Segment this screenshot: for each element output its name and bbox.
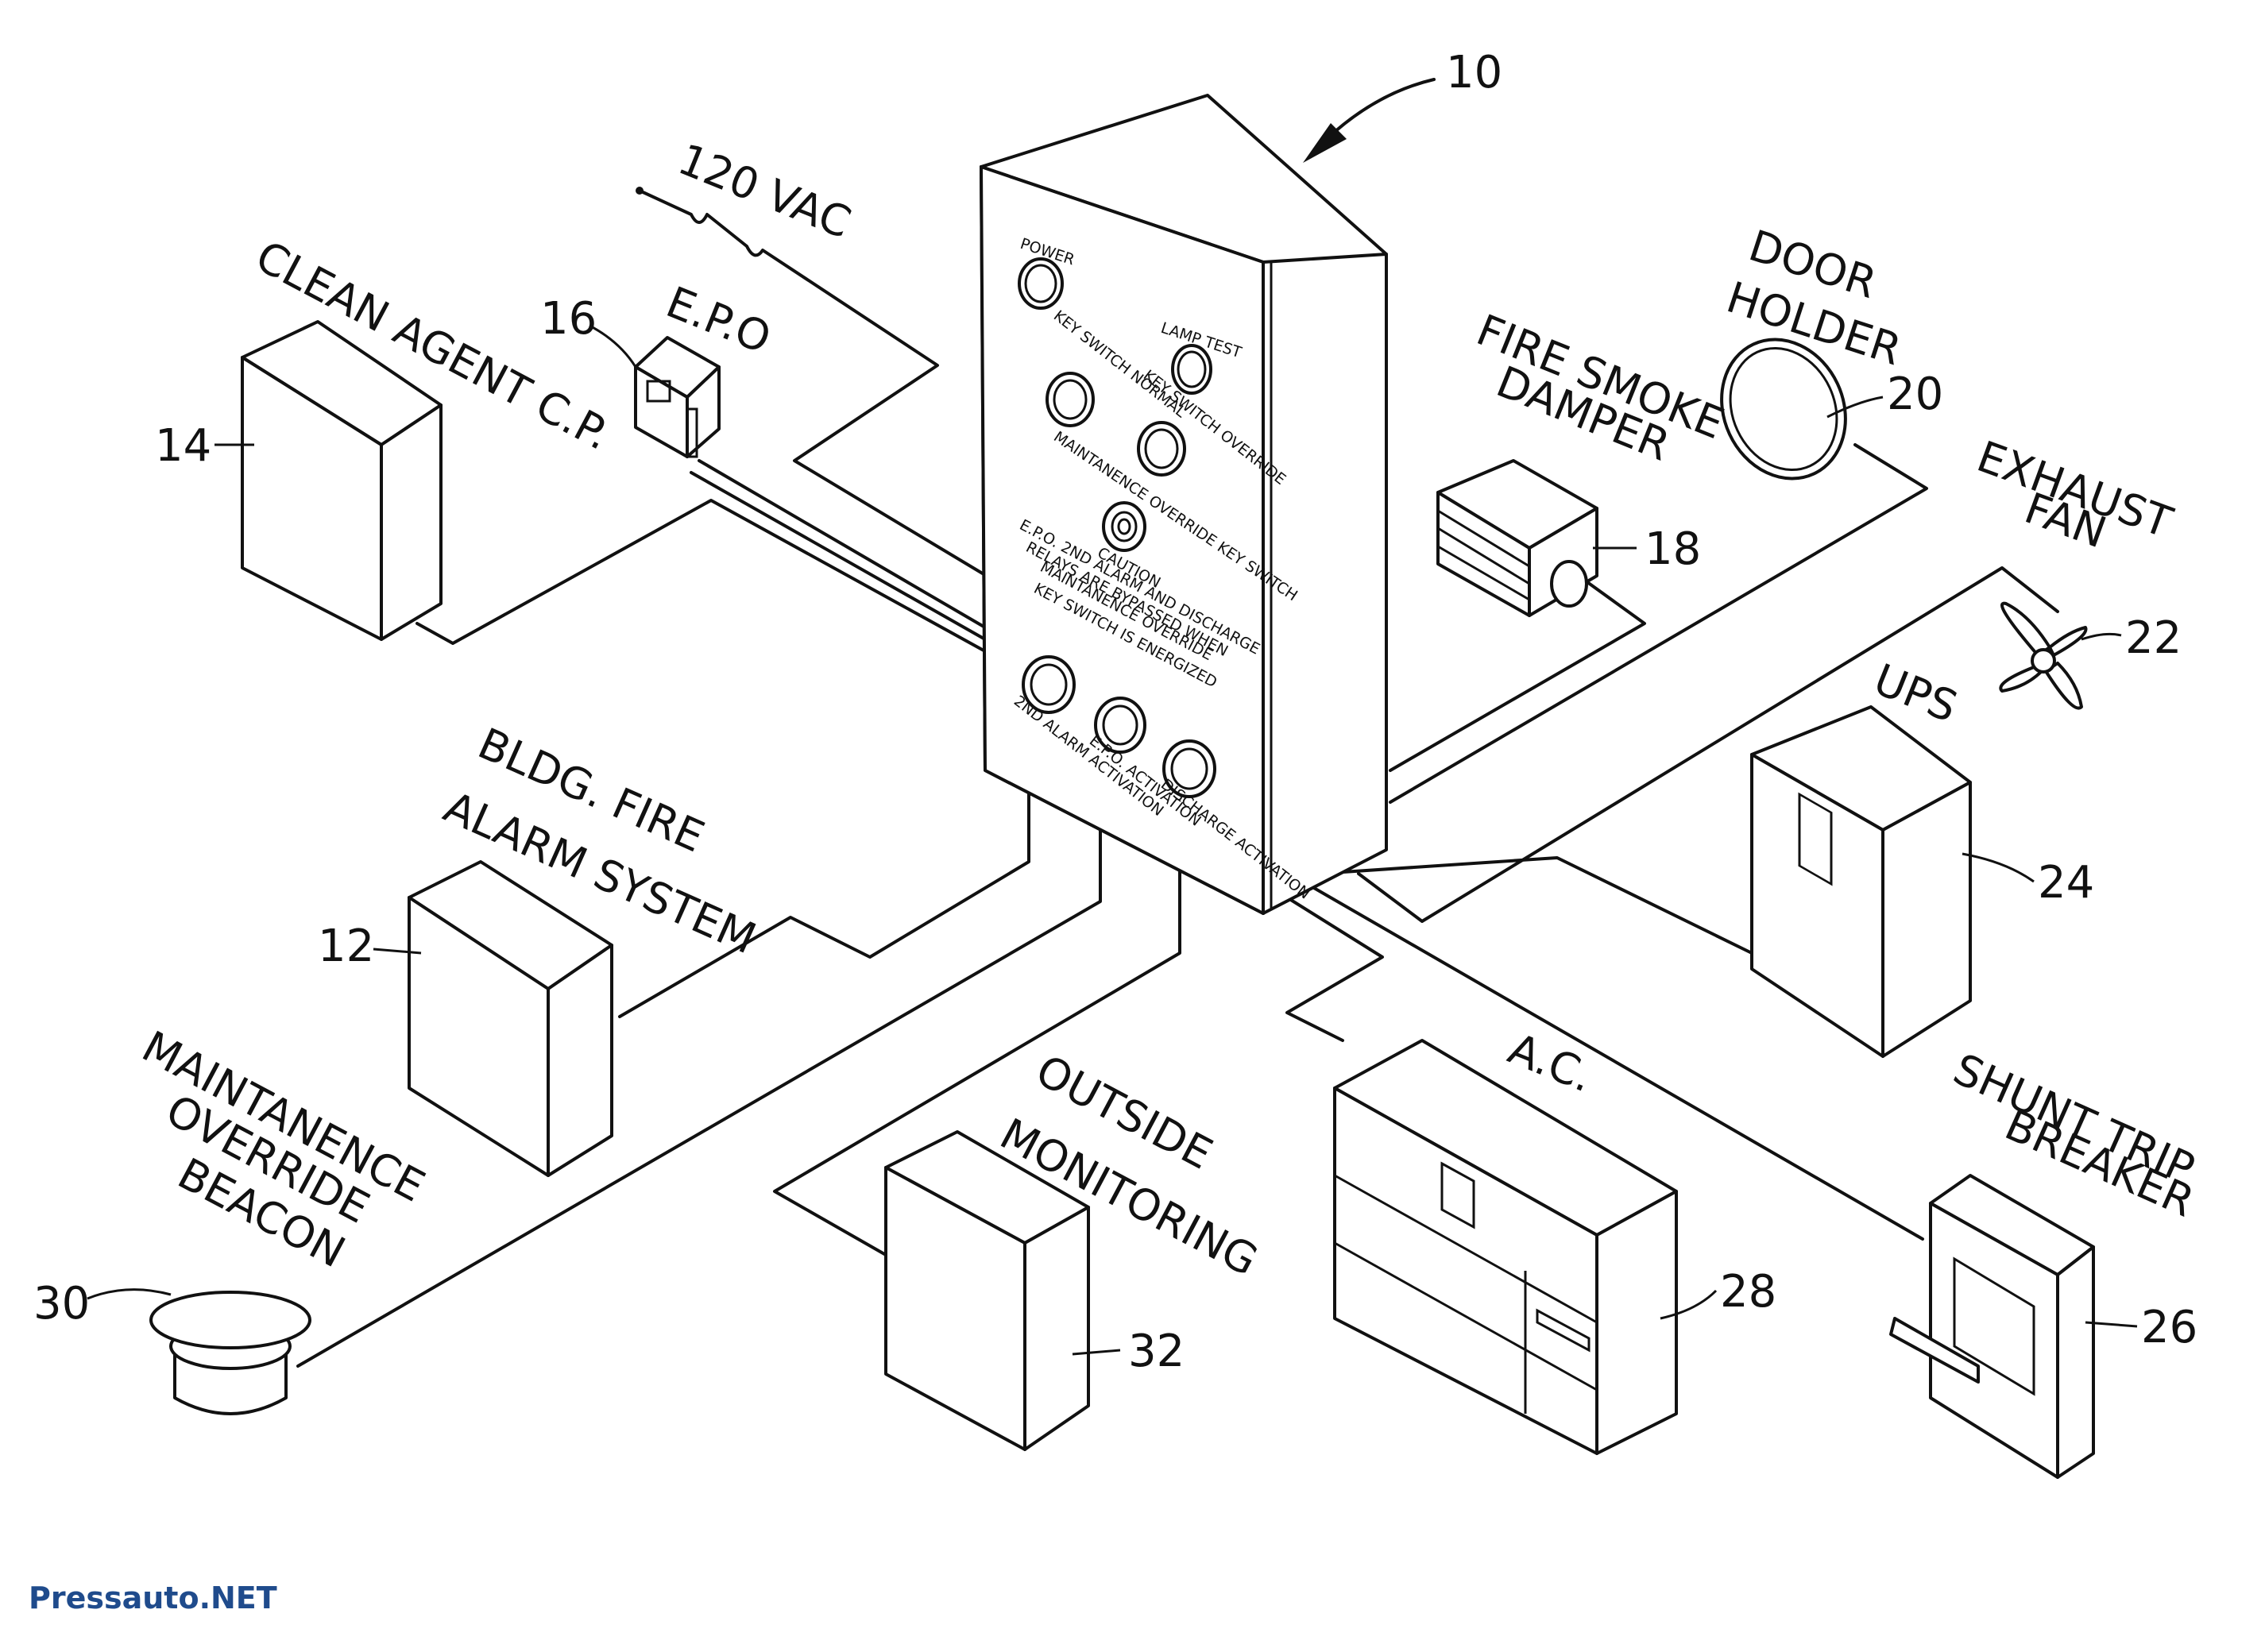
ac-unit: A.C. 28 <box>1333 1024 1776 1455</box>
epo-activation-button[interactable] <box>1094 697 1146 754</box>
door-holder-ref: 20 <box>1887 369 1943 420</box>
fire-alarm-ref: 12 <box>318 921 374 972</box>
control-panel: POWER LAMP TEST KEY SWITCH NORMAL KEY SW… <box>980 47 1502 915</box>
outside-monitoring-panel: OUTSIDE MONITORING 32 <box>884 1045 1266 1451</box>
fire-smoke-damper: FIRE SMOKE DAMPER 18 <box>1436 305 1730 617</box>
discharge-activation-button[interactable] <box>1162 739 1216 798</box>
lamp-test-button[interactable] <box>1171 344 1212 395</box>
fire-alarm-panel: BLDG. FIRE ALARM SYSTEM 12 <box>318 718 763 1177</box>
shunt-trip-ref: 26 <box>2141 1302 2197 1353</box>
second-alarm-button[interactable] <box>1022 655 1076 714</box>
epo-ref: 16 <box>540 293 597 345</box>
key-switch-normal-button[interactable] <box>1046 372 1095 427</box>
shunt-trip-breaker[interactable]: SHUNT TRIP BREAKER 26 <box>1889 1044 2201 1479</box>
outside-monitoring-ref: 32 <box>1128 1326 1185 1377</box>
ac-ref: 28 <box>1720 1266 1776 1318</box>
beacon-leader <box>87 1288 172 1300</box>
controller-arrowhead <box>1303 123 1347 163</box>
power-source: 120 VAC <box>636 134 858 249</box>
ups-ref: 24 <box>2038 857 2094 909</box>
key-switch-override-button[interactable] <box>1137 421 1186 477</box>
ups-leader <box>1962 852 2035 883</box>
ac-leader <box>1660 1289 1718 1320</box>
ups-cabinet: UPS 24 <box>1750 654 2094 1058</box>
controller-ref: 10 <box>1446 47 1502 98</box>
shunt-trip-leader <box>2085 1321 2138 1328</box>
exhaust-fan-ref: 22 <box>2125 612 2182 664</box>
epo-leader <box>589 324 637 368</box>
damper-ref: 18 <box>1645 523 1701 575</box>
door-holder-leader <box>1826 396 1884 419</box>
clean-agent-panel: CLEAN AGENT C.P. 14 <box>155 231 619 641</box>
beacon-ref: 30 <box>33 1278 90 1330</box>
door-holder: DOOR HOLDER 20 <box>1720 220 1943 481</box>
clean-agent-ref: 14 <box>155 420 211 472</box>
watermark: Pressauto.NET <box>29 1581 277 1615</box>
maintenance-key-switch[interactable] <box>1102 501 1146 552</box>
wiring <box>296 189 2059 1368</box>
maintenance-beacon: MAINTANENCE OVERRIDE BEACON 30 <box>33 1021 433 1415</box>
power-button[interactable] <box>1018 257 1064 310</box>
outside-monitoring-leader <box>1072 1349 1121 1356</box>
power-source-label: 120 VAC <box>671 134 857 249</box>
fire-alarm-leader <box>373 948 422 955</box>
ac-label: A.C. <box>1502 1024 1600 1102</box>
exhaust-fan-leader <box>2081 632 2122 641</box>
